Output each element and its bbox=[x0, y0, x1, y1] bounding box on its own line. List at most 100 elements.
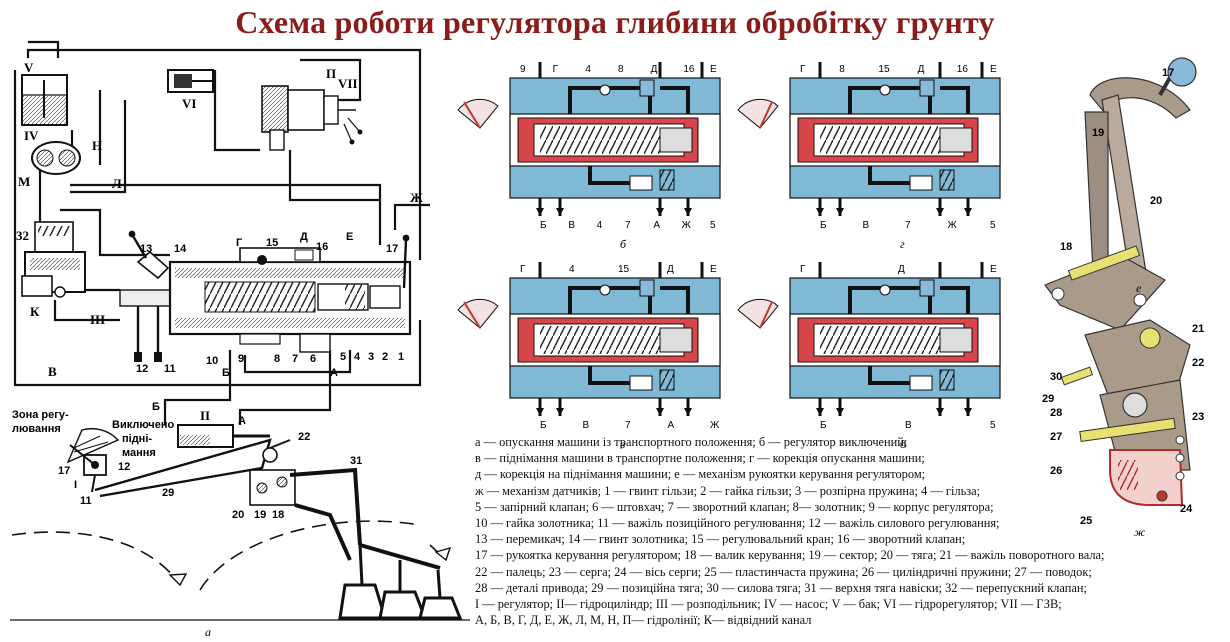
label-4: 4 bbox=[354, 351, 361, 363]
legend-line: 28 — деталі привода; 29 — позиційна тяга… bbox=[475, 580, 1087, 595]
label-22: 22 bbox=[298, 431, 310, 443]
detail-top-label: Д bbox=[651, 64, 658, 75]
label-18: 18 bbox=[272, 509, 284, 521]
zh-label-25: 25 bbox=[1080, 515, 1092, 527]
detail-top-label: 16 bbox=[957, 64, 969, 75]
detail-bottom-label: Б bbox=[820, 220, 827, 231]
detail-top-label: Г bbox=[800, 64, 806, 75]
port-arrow bbox=[964, 408, 972, 416]
hydrocylinder-ii bbox=[177, 424, 270, 448]
label-line-zh: Ж bbox=[410, 190, 423, 205]
label-3: 3 bbox=[368, 351, 374, 363]
detail-bottom-label: 5 bbox=[990, 420, 996, 431]
spring bbox=[540, 326, 660, 354]
e-label-17: 17 bbox=[1162, 67, 1174, 79]
regulator-sector bbox=[66, 427, 120, 493]
port-arrow bbox=[964, 208, 972, 216]
detail-bottom-label: А bbox=[668, 420, 675, 431]
check-valve-16 bbox=[919, 79, 935, 97]
lock-valve-5 bbox=[659, 369, 675, 391]
spool-end bbox=[659, 327, 693, 353]
label-line-e: Е bbox=[346, 231, 353, 243]
label-line-l: Л bbox=[112, 176, 122, 191]
lock-valve-5 bbox=[659, 169, 675, 191]
legend-line: 13 — перемикач; 14 — гвинт золотника; 15… bbox=[475, 532, 966, 547]
legend-line: 22 — палець; 23 — серга; 24 — вісь серги… bbox=[475, 564, 1092, 579]
ball-valve bbox=[879, 84, 891, 96]
caption-a: а bbox=[205, 625, 211, 639]
label-8: 8 bbox=[274, 353, 280, 365]
label-line-g: Г bbox=[236, 237, 243, 249]
port-arrow bbox=[556, 408, 564, 416]
legend-line: в — піднімання машини в транспортне поло… bbox=[475, 451, 925, 466]
caption-zh: ж bbox=[1134, 525, 1145, 539]
label-line-b-lower: Б bbox=[152, 401, 160, 413]
port-arrow bbox=[936, 208, 944, 216]
sector-gauge bbox=[457, 298, 499, 329]
check-valve-7 bbox=[909, 175, 933, 191]
ball-valve bbox=[599, 284, 611, 296]
off-label-line3: мання bbox=[122, 447, 156, 459]
sensor-mechanism bbox=[249, 439, 296, 506]
port-arrow bbox=[936, 408, 944, 416]
ball-valve bbox=[599, 84, 611, 96]
ball-valve bbox=[879, 284, 891, 296]
zh-label-29: 29 bbox=[1042, 393, 1054, 405]
detail-top-label: 4 bbox=[569, 264, 575, 275]
label-13: 13 bbox=[140, 243, 152, 255]
lower-channel bbox=[868, 166, 910, 185]
label-line-d: Д bbox=[300, 231, 308, 243]
trajectory-arcs bbox=[11, 520, 447, 591]
label-line-p: П bbox=[326, 66, 336, 81]
legend-line: I — регулятор; II— гідроциліндр; III — р… bbox=[475, 597, 1062, 612]
label-7: 7 bbox=[292, 353, 298, 365]
detail-top-label: Д bbox=[898, 264, 905, 275]
regulator-body bbox=[119, 230, 412, 362]
label-gzv-vii: VII bbox=[338, 76, 358, 91]
detail-bottom-label: В bbox=[863, 220, 870, 231]
spring bbox=[540, 126, 660, 154]
e-label-20: 20 bbox=[1150, 195, 1162, 207]
check-valve-16 bbox=[639, 279, 655, 297]
detail-bottom-label: А bbox=[653, 220, 660, 231]
detail-bottom-label: Ж bbox=[710, 420, 720, 431]
upper-channel bbox=[940, 286, 970, 314]
detail-caption: д bbox=[900, 437, 906, 451]
detail-bottom-label: Б bbox=[540, 420, 547, 431]
label-9: 9 bbox=[238, 353, 244, 365]
legend-line: а — опускання машини із транспортного по… bbox=[475, 435, 908, 449]
detail-top-label: 8 bbox=[618, 64, 624, 75]
sector-pointer bbox=[463, 101, 481, 129]
detail-bottom-label: 5 bbox=[990, 220, 996, 231]
detail-bottom-label: Ж bbox=[682, 220, 692, 231]
lock-valve-5 bbox=[939, 369, 955, 391]
label-19: 19 bbox=[254, 509, 266, 521]
port-arrow bbox=[536, 208, 544, 216]
port-arrow bbox=[816, 208, 824, 216]
label-10: 10 bbox=[206, 355, 218, 367]
zh-label-28: 28 bbox=[1050, 407, 1062, 419]
label-12: 12 bbox=[136, 363, 148, 375]
spring bbox=[820, 326, 940, 354]
gzv-vii bbox=[261, 85, 363, 151]
port-arrow bbox=[836, 208, 844, 216]
detail-bottom-label: В bbox=[583, 420, 590, 431]
zh-label-23: 23 bbox=[1192, 411, 1204, 423]
detail-bottom-label: Ж bbox=[948, 220, 958, 231]
spool-end bbox=[939, 327, 973, 353]
legend-line: д — корекція на піднімання машини; е — м… bbox=[475, 467, 926, 482]
upper-channel bbox=[660, 286, 690, 314]
label-31: 31 bbox=[350, 455, 362, 467]
plough-bodies bbox=[338, 544, 463, 620]
detail-bottom-label: В bbox=[905, 420, 912, 431]
label-line-a-lower: А bbox=[238, 415, 246, 427]
zh-label-24: 24 bbox=[1180, 503, 1193, 515]
detail-top-label: 15 bbox=[618, 264, 630, 275]
spool-end bbox=[939, 127, 973, 153]
detail-top-label: Г bbox=[553, 64, 559, 75]
label-17-lower: 17 bbox=[58, 465, 70, 477]
spring bbox=[820, 126, 940, 154]
port-arrow bbox=[536, 408, 544, 416]
